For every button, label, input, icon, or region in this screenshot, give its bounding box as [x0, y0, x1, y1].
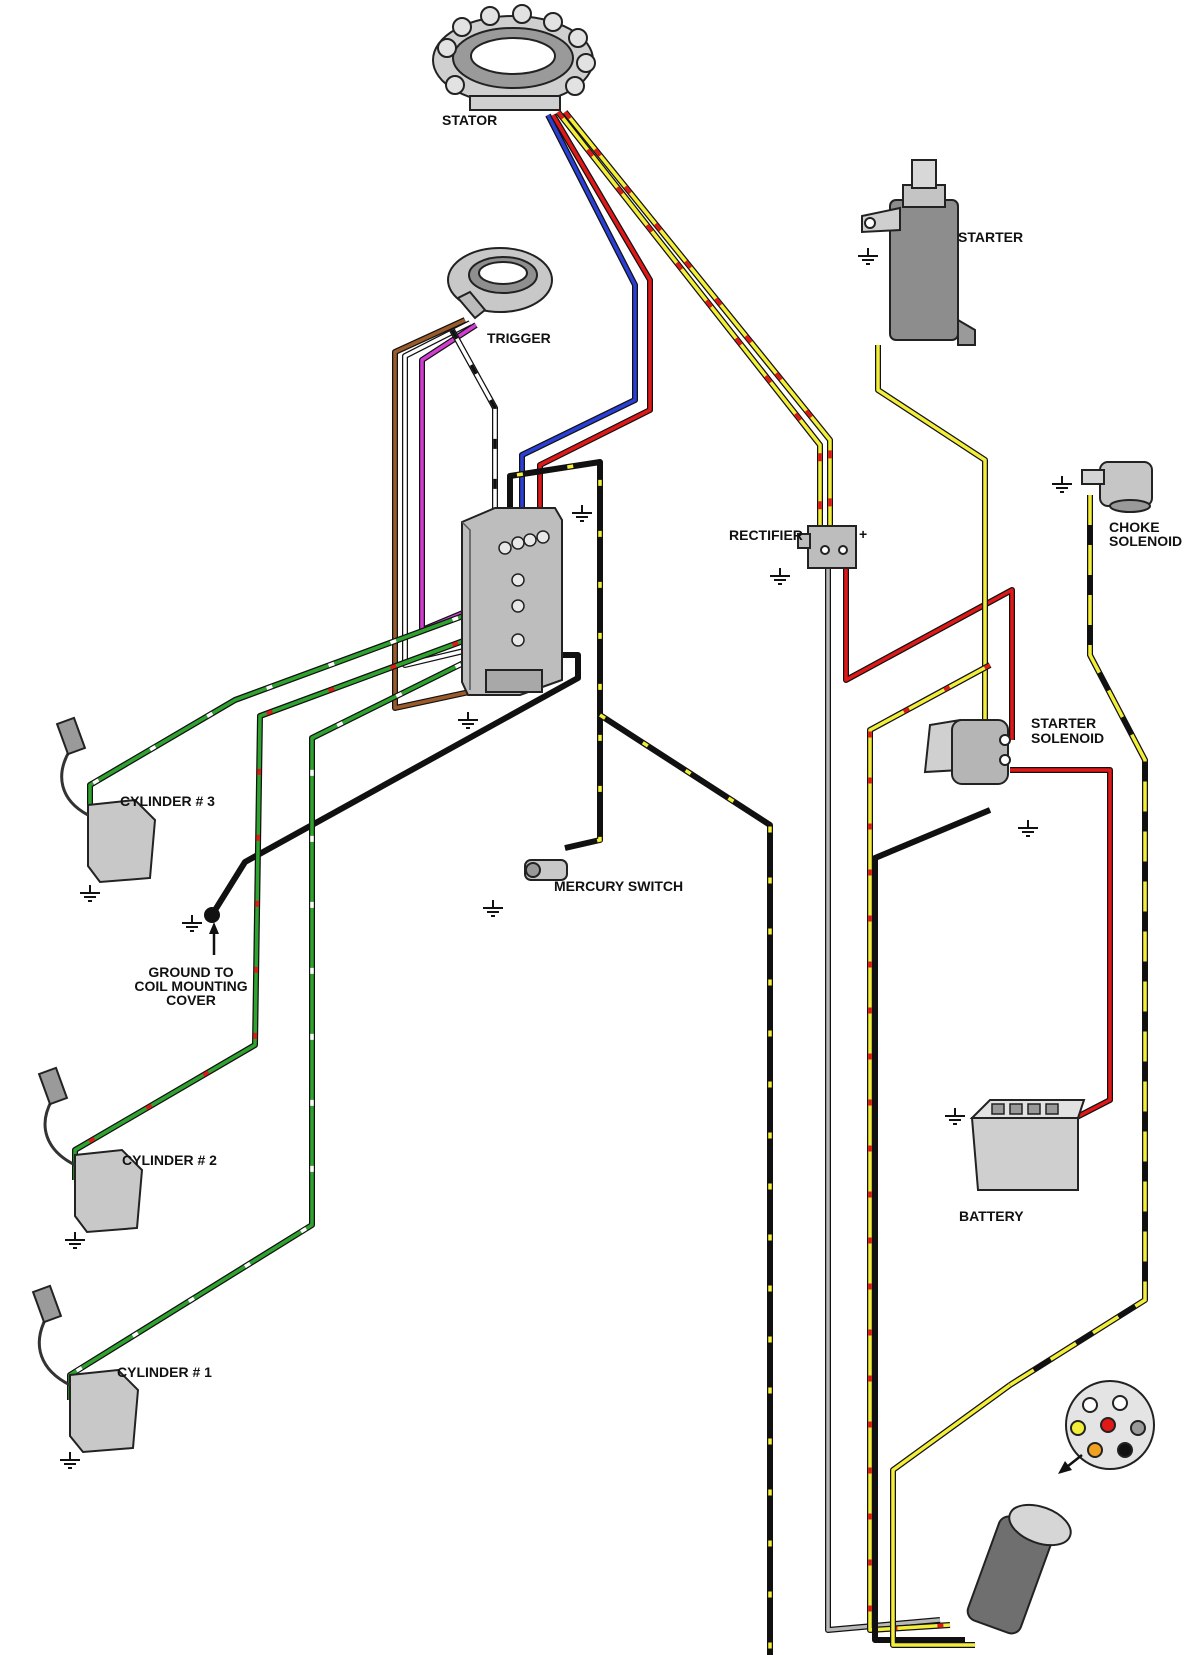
stator-label: STATOR [442, 112, 497, 128]
ignition-coil-icon [31, 1284, 140, 1454]
rectifier-plus-label: + [859, 526, 867, 542]
ground-icon [65, 1232, 85, 1249]
ground-symbols [60, 248, 1072, 1469]
harness-plug-icon [966, 1503, 1072, 1635]
wire-plug-yellow [890, 1382, 1012, 1648]
starter-solenoid-icon [923, 718, 1011, 785]
wire-coil2-green [72, 617, 522, 1180]
arrow-icon [1058, 1454, 1083, 1474]
wire-switchbox-black-2 [209, 652, 581, 917]
wire-solenoid-yellow [867, 662, 992, 1633]
starter-label: STARTER [958, 229, 1023, 245]
trigger-icon [447, 247, 553, 320]
ground-point-icon [204, 907, 220, 955]
ground-icon [458, 712, 478, 729]
rectifier-label: RECTIFIER [729, 527, 803, 543]
ground-icon [182, 915, 202, 932]
wire-stator-yellow-red-2 [562, 110, 833, 538]
ground-label-line1: GROUND TO [148, 964, 233, 980]
rectifier-icon [797, 525, 857, 569]
wire-solenoid-black [872, 807, 992, 1643]
switch-box-icon [461, 507, 563, 696]
ignition-coil-icon [55, 716, 157, 884]
cylinder1-label: CYLINDER # 1 [117, 1364, 212, 1380]
choke-solenoid-label-line1: CHOKE [1109, 519, 1160, 535]
trigger-label: TRIGGER [487, 330, 551, 346]
mercury-switch-label: MERCURY SWITCH [554, 878, 683, 894]
ignition-coil-icon [37, 1066, 144, 1234]
wire-stator-red [537, 113, 653, 520]
starter-solenoid-label-line2: SOLENOID [1031, 730, 1104, 746]
ground-label-line2: COIL MOUNTING [134, 978, 247, 994]
ground-icon [945, 1108, 965, 1125]
ground-icon [770, 568, 790, 585]
ground-icon [572, 505, 592, 522]
wire-switchbox-black [507, 459, 603, 851]
wires-group [67, 110, 1148, 1655]
cylinder2-label: CYLINDER # 2 [122, 1152, 217, 1168]
wire-rectifier-gray [825, 565, 941, 1633]
harness-plug-face-icon [1065, 1380, 1155, 1470]
mercury-switch-icon [524, 859, 568, 881]
ground-icon [483, 900, 503, 917]
starter-solenoid-label-line1: STARTER [1031, 715, 1096, 731]
wire-choke-black-yellow [1008, 495, 1148, 1388]
ground-icon [80, 885, 100, 902]
choke-solenoid-icon [1081, 461, 1153, 513]
ground-label-line3: COVER [166, 992, 216, 1008]
wire-kill-black-yellow [598, 712, 773, 1655]
stator-icon [432, 4, 596, 111]
choke-solenoid-label-line2: SOLENOID [1109, 533, 1182, 549]
battery-icon [969, 1099, 1086, 1191]
wire-trigger-white-black [449, 328, 498, 520]
ground-icon [1018, 820, 1038, 837]
ground-icon [858, 248, 878, 265]
wire-solenoid-red-battery [1010, 767, 1113, 1121]
cylinder3-label: CYLINDER # 3 [120, 793, 215, 809]
ground-icon [1052, 476, 1072, 493]
wire-trigger-white [402, 320, 511, 668]
wire-rectifier-red [843, 565, 1015, 740]
battery-label: BATTERY [959, 1208, 1024, 1224]
wire-starter-yellow [875, 345, 988, 750]
ground-icon [60, 1452, 80, 1469]
starter-motor-icon [861, 159, 976, 346]
wire-stator-yellow-red-1 [555, 110, 823, 538]
